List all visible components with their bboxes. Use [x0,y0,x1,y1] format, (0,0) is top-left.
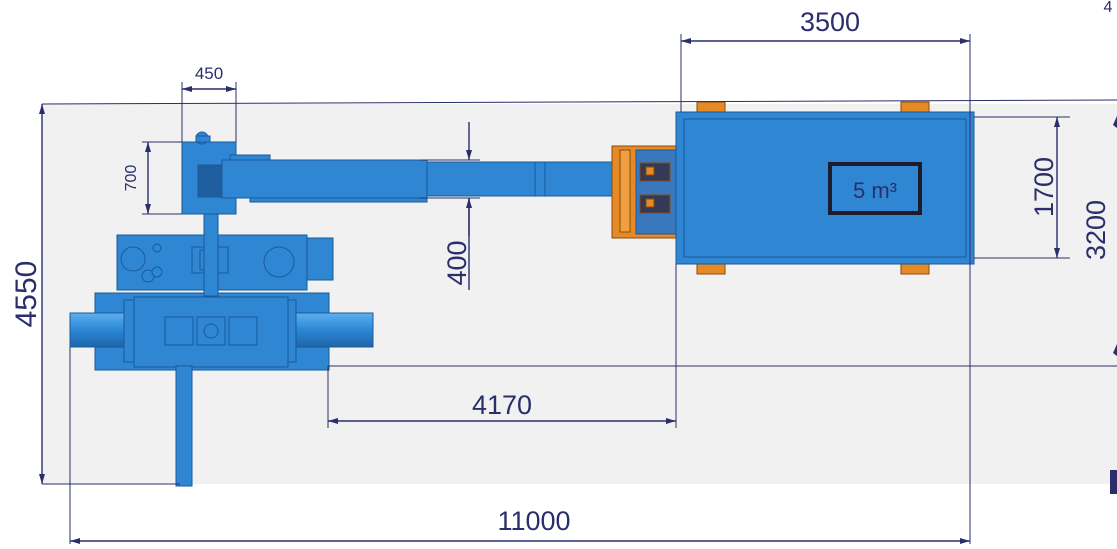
dim-label-arm-width: 450 [195,64,223,83]
machine-left [69,131,374,487]
tank: 5 m³ [675,101,975,275]
tank-capacity-label: 5 m³ [853,178,897,203]
dim-label-arm-height: 700 [123,165,140,192]
dim-label-tank-outer: 3200 [1081,200,1111,260]
extension-lines [41,34,1117,545]
dimension-lines [39,38,1060,544]
boom [221,159,620,203]
capacity-label-box [828,162,922,215]
valve-assembly [611,145,679,239]
dim-label-boom-thickness: 400 [442,240,472,285]
dim-label-tank-inner: 1700 [1029,157,1059,217]
dim-label-offset: 4170 [472,390,532,420]
dim-label-overall-height: 4550 [10,261,43,328]
edge-marks [1110,116,1117,494]
dim-label-corner-cut: 4 [1104,0,1113,16]
dim-label-overall-length: 11000 [497,506,570,536]
dim-label-top-width: 3500 [800,7,860,37]
